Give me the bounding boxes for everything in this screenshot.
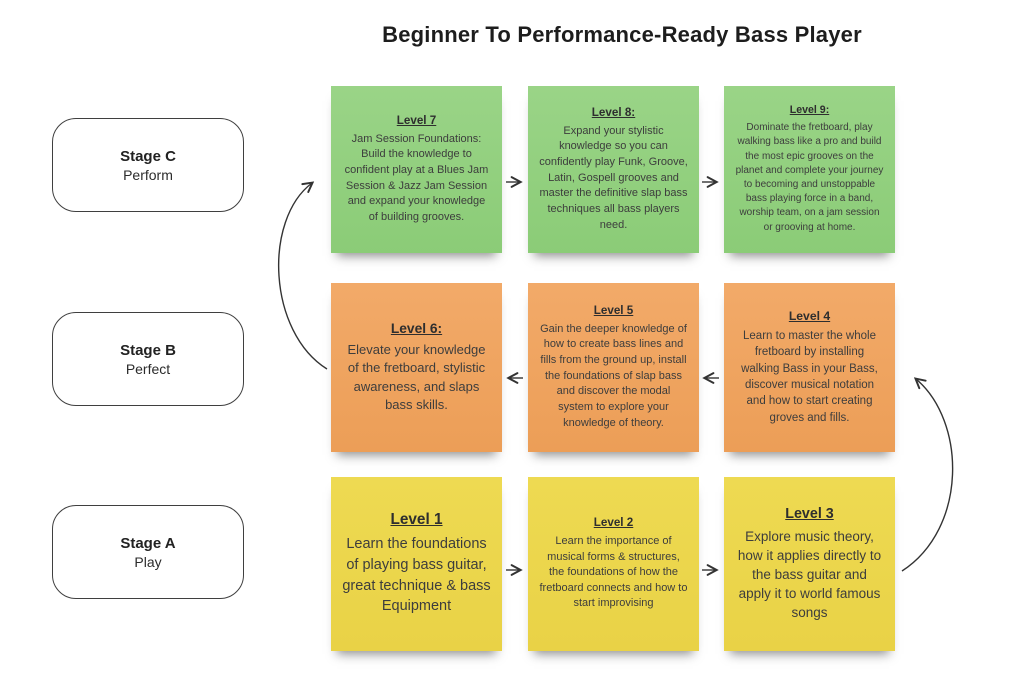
note-body-level-9: Dominate the fretboard, play walking bas… bbox=[735, 122, 884, 233]
sticky-note-level-7[interactable]: Level 7 Jam Session Foundations: Build t… bbox=[331, 86, 502, 253]
stage-c-label: Stage C bbox=[120, 147, 176, 165]
stage-b-sublabel: Perfect bbox=[125, 360, 171, 377]
sticky-note-level-6[interactable]: Level 6: Elevate your knowledge of the f… bbox=[331, 283, 502, 452]
note-heading-level-4: Level 4 bbox=[788, 309, 831, 324]
note-heading-level-8: Level 8: bbox=[591, 105, 636, 119]
sticky-note-level-4[interactable]: Level 4 Learn to master the whole fretbo… bbox=[724, 283, 895, 452]
note-body-level-5: Gain the deeper knowledge of how to crea… bbox=[540, 322, 687, 429]
note-body-level-1: Learn the foundations of playing bass gu… bbox=[342, 536, 491, 615]
stage-a-label: Stage A bbox=[120, 534, 176, 552]
note-body-level-2: Learn the importance of musical forms & … bbox=[539, 534, 688, 610]
note-heading-level-6: Level 6: bbox=[390, 320, 443, 336]
page-title: Beginner To Performance-Ready Bass Playe… bbox=[382, 22, 862, 47]
sticky-note-level-5[interactable]: Level 5 Gain the deeper knowledge of how… bbox=[528, 283, 699, 452]
sticky-note-level-3[interactable]: Level 3 Explore music theory, how it app… bbox=[724, 477, 895, 651]
stage-b-box[interactable]: Stage B Perfect bbox=[52, 312, 244, 406]
note-heading-level-9: Level 9: bbox=[789, 104, 830, 117]
stage-a-sublabel: Play bbox=[134, 553, 162, 570]
note-body-level-4: Learn to master the whole fretboard by i… bbox=[741, 330, 878, 424]
note-heading-level-1: Level 1 bbox=[390, 511, 443, 529]
note-heading-level-2: Level 2 bbox=[593, 515, 634, 529]
note-heading-level-3: Level 3 bbox=[785, 505, 834, 522]
note-heading-level-5: Level 5 bbox=[593, 303, 634, 317]
note-body-level-6: Elevate your knowledge of the fretboard,… bbox=[347, 341, 486, 412]
note-body-level-7: Jam Session Foundations: Build the knowl… bbox=[344, 132, 489, 223]
curved-arrow-icon-l3-l4 bbox=[901, 377, 954, 572]
curved-arrow-icon-l6-l7 bbox=[277, 181, 328, 370]
note-body-level-3: Explore music theory, how it applies dir… bbox=[737, 528, 882, 621]
stage-c-box[interactable]: Stage C Perform bbox=[52, 118, 244, 212]
sticky-note-level-1[interactable]: Level 1 Learn the foundations of playing… bbox=[331, 477, 502, 651]
sticky-note-level-9[interactable]: Level 9: Dominate the fretboard, play wa… bbox=[724, 86, 895, 253]
stage-b-label: Stage B bbox=[120, 341, 176, 359]
stage-c-sublabel: Perform bbox=[123, 166, 173, 183]
sticky-note-level-8[interactable]: Level 8: Expand your stylistic knowledge… bbox=[528, 86, 699, 253]
sticky-note-level-2[interactable]: Level 2 Learn the importance of musical … bbox=[528, 477, 699, 651]
note-body-level-8: Expand your stylistic knowledge so you c… bbox=[539, 124, 688, 231]
note-heading-level-7: Level 7 bbox=[396, 113, 437, 127]
stage-a-box[interactable]: Stage A Play bbox=[52, 505, 244, 599]
